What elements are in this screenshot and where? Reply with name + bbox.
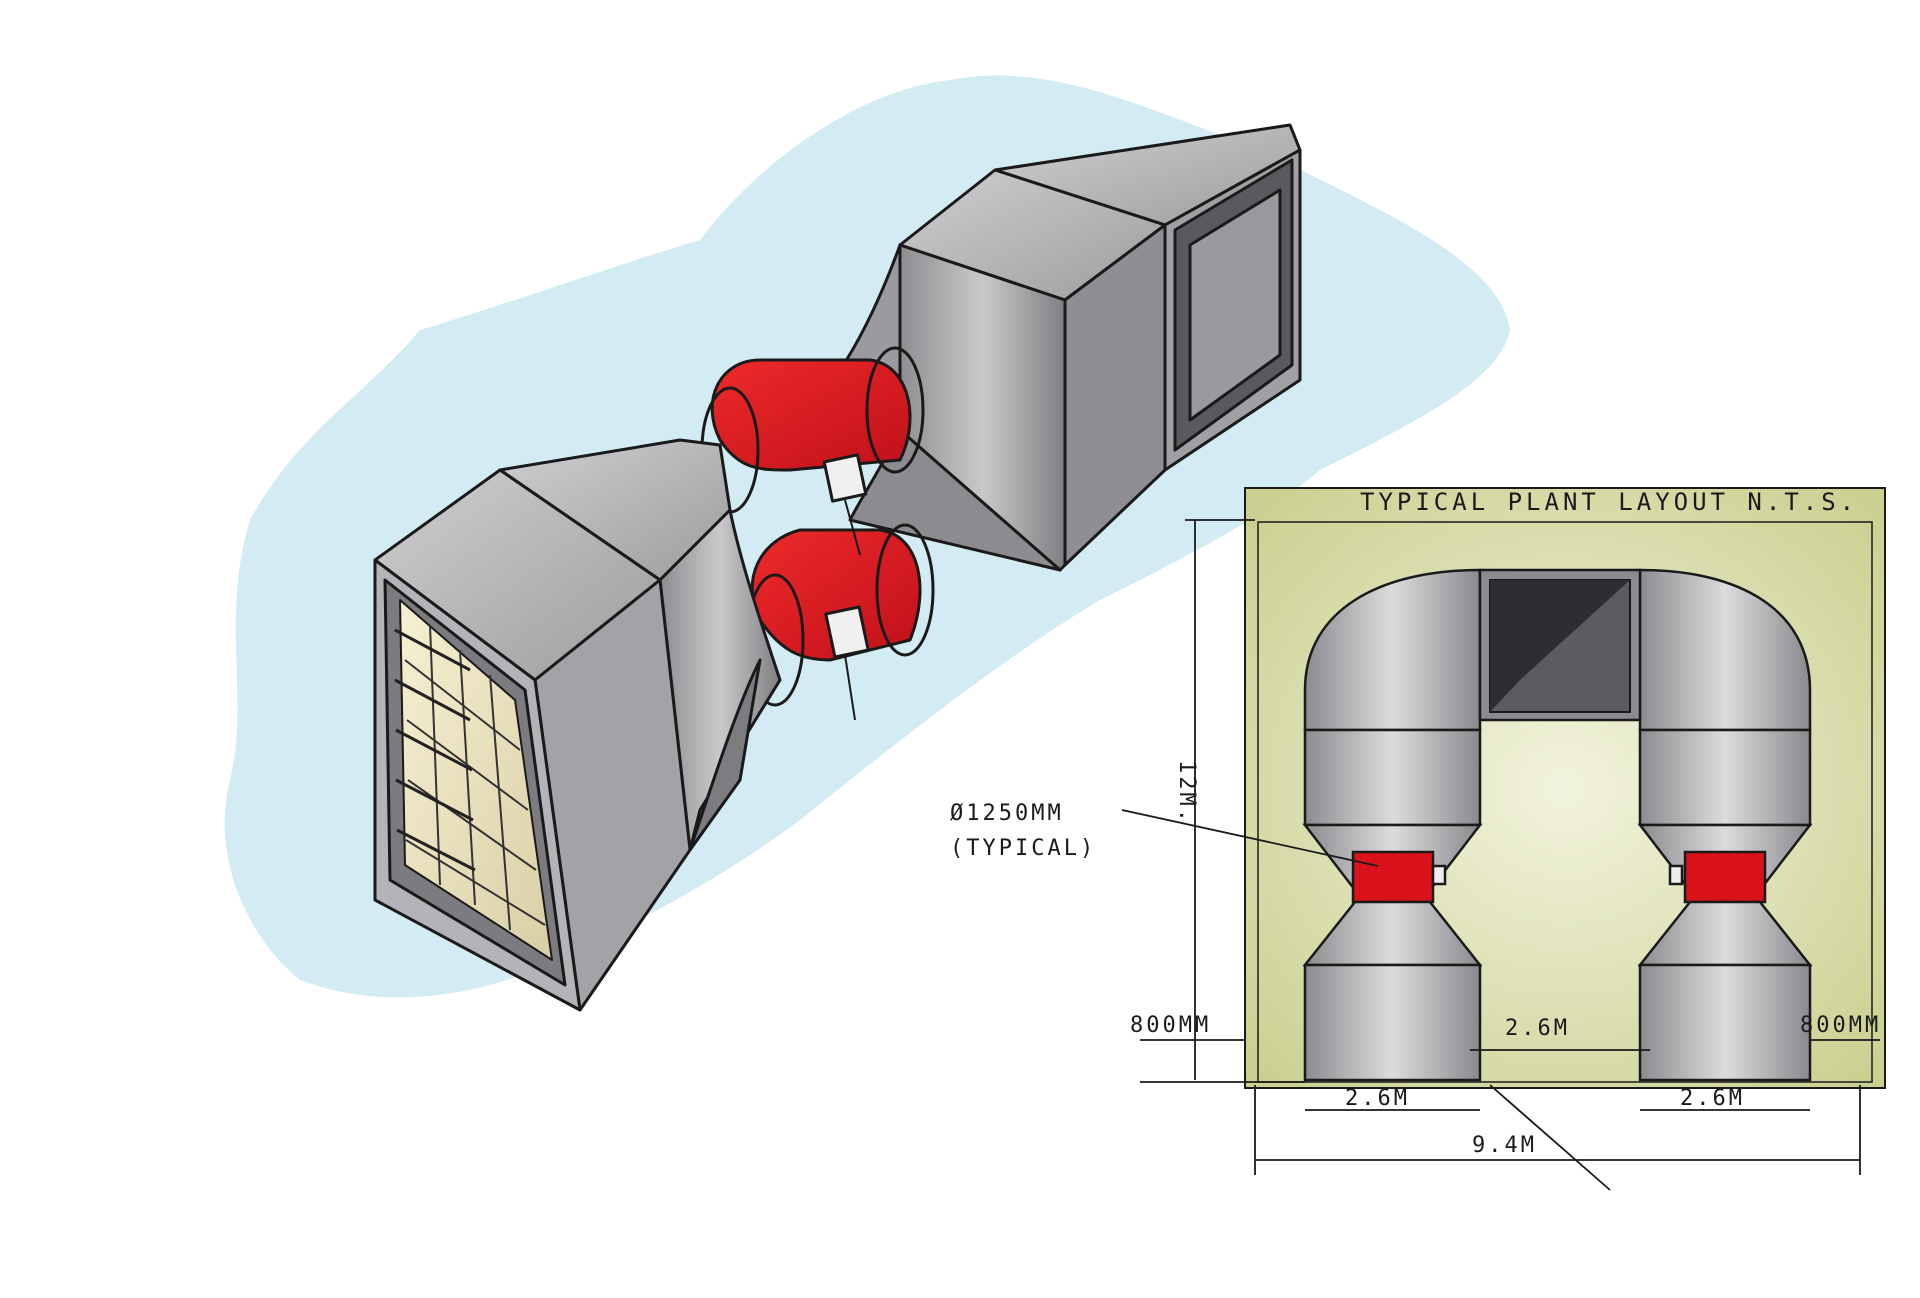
lower-fan-ring-rear <box>875 523 935 657</box>
plant-layout-plan: TYPICAL PLANT LAYOUT N.T.S. 12M. Ø1250MM… <box>950 487 1886 1191</box>
plan-left-top-duct <box>1303 568 1482 732</box>
plan-right-upper-box <box>1638 728 1812 827</box>
plan-fan-diameter: Ø1250MM <box>950 801 1064 826</box>
upper-fan-cable <box>844 499 861 556</box>
rear-outlet-inner <box>1188 188 1282 422</box>
upper-fan-casing <box>710 358 912 472</box>
plan-left-fan-box <box>1431 864 1447 886</box>
plan-right-unit-width: 2.6M <box>1680 1086 1745 1111</box>
inlet-filter-grid <box>404 624 546 931</box>
plan-left-fan <box>1351 850 1435 904</box>
plan-left-unit <box>1302 568 1483 1082</box>
upper-fan-ring-rear <box>865 346 925 474</box>
inlet-louvre-bars <box>394 628 476 872</box>
plan-overall-width: 9.4M <box>1472 1133 1537 1158</box>
plan-left-clearance: 800MM <box>1130 1013 1211 1038</box>
plan-gap-dimension: 2.6M <box>1505 1016 1570 1041</box>
upper-fan-junction-box <box>822 453 868 503</box>
plan-right-clearance: 800MM <box>1800 1013 1881 1038</box>
plan-left-upper-box <box>1303 728 1482 827</box>
inlet-filter-panel <box>399 599 553 961</box>
front-transition-bottom-taper <box>688 658 762 852</box>
plan-left-unit-width: 2.6M <box>1345 1086 1410 1111</box>
plan-height-dimension: 12M. <box>1174 760 1199 825</box>
plan-dimension-lines <box>1121 519 1880 1191</box>
lower-fan-cable <box>844 654 856 721</box>
plan-right-top-duct <box>1638 568 1812 732</box>
plan-title: TYPICAL PLANT LAYOUT N.T.S. <box>1360 488 1858 516</box>
plant-area-inner-border <box>1257 521 1873 1083</box>
rear-transition-side <box>1063 223 1167 567</box>
lower-fan-junction-box <box>824 605 870 659</box>
plan-discharge-shade <box>1490 580 1630 712</box>
plan-fan-typical: (TYPICAL) <box>950 836 1096 861</box>
plan-left-inlet-box <box>1303 963 1482 1082</box>
isometric-fan-unit <box>373 123 1302 1012</box>
plan-right-fan-box <box>1668 864 1684 886</box>
lower-fan-casing <box>750 528 922 662</box>
plan-right-fan <box>1683 850 1767 904</box>
front-transition-side <box>658 508 782 852</box>
plan-right-inlet-box <box>1638 963 1812 1082</box>
plan-right-unit <box>1637 568 1813 1082</box>
